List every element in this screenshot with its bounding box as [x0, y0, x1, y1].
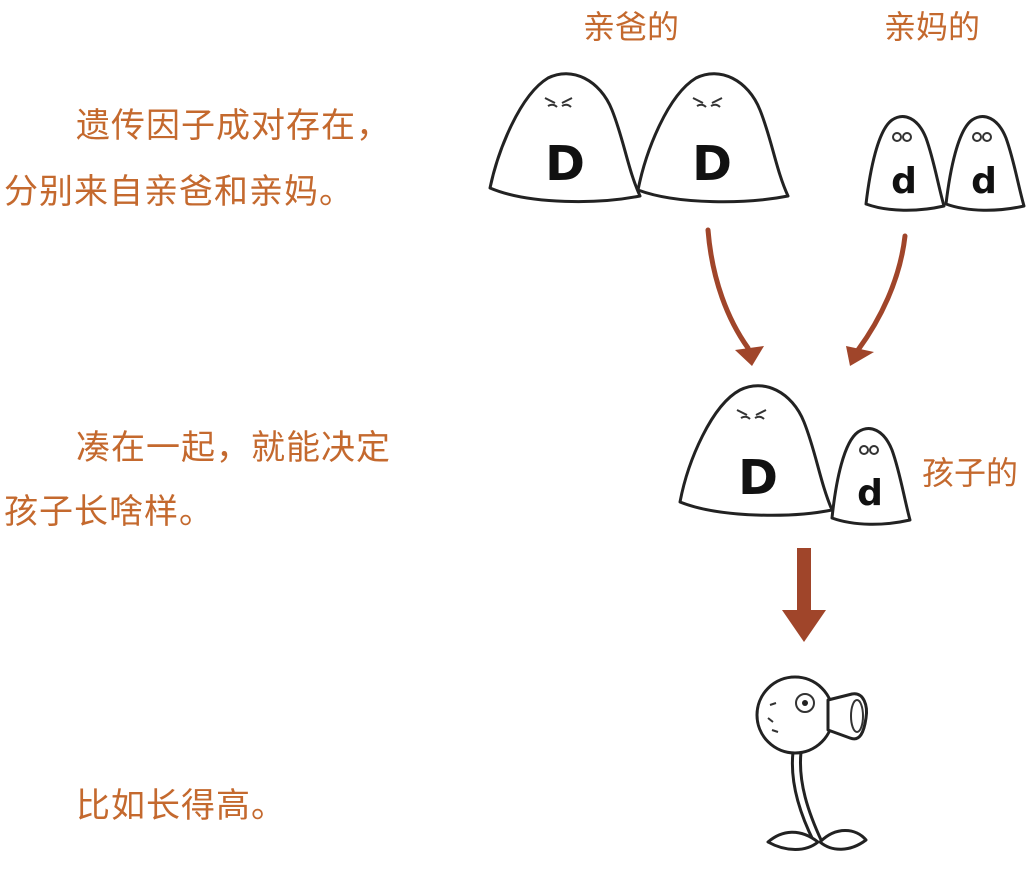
- paragraph-3-line-1: 比如长得高。: [76, 786, 286, 826]
- dad-factor-2-ghost-icon: D: [636, 72, 790, 204]
- child-factor-2-letter: d: [857, 473, 883, 514]
- child-factor-1-letter: D: [738, 450, 778, 506]
- arrow-down-icon: [782, 548, 826, 642]
- mom-factor-2-ghost-icon: d: [944, 115, 1026, 212]
- mom-factor-1-letter: d: [891, 161, 917, 202]
- peashooter-plant-icon: [755, 675, 868, 851]
- mom-factor-2-letter: d: [971, 161, 997, 202]
- arrow-from-dad-icon: [705, 227, 764, 366]
- paragraph-1-line-2: 分别来自亲爸和亲妈。: [4, 172, 354, 212]
- child-factor-2-ghost-icon: d: [830, 427, 912, 526]
- paragraph-2-line-2: 孩子长啥样。: [4, 492, 214, 532]
- dad-factor-2-letter: D: [692, 136, 732, 192]
- dad-factor-1-letter: D: [545, 136, 585, 192]
- paragraph-1-line-1: 遗传因子成对存在，: [76, 106, 391, 146]
- paragraph-2-line-1: 凑在一起，就能决定: [76, 428, 391, 468]
- mom-factor-1-ghost-icon: d: [864, 115, 946, 212]
- dad-label: 亲爸的: [583, 8, 680, 46]
- child-factor-1-ghost-icon: D: [678, 384, 834, 517]
- child-label: 孩子的: [922, 454, 1019, 492]
- dad-factor-1-ghost-icon: D: [488, 72, 642, 204]
- arrow-from-mom-icon: [846, 233, 908, 366]
- mom-label: 亲妈的: [884, 8, 981, 46]
